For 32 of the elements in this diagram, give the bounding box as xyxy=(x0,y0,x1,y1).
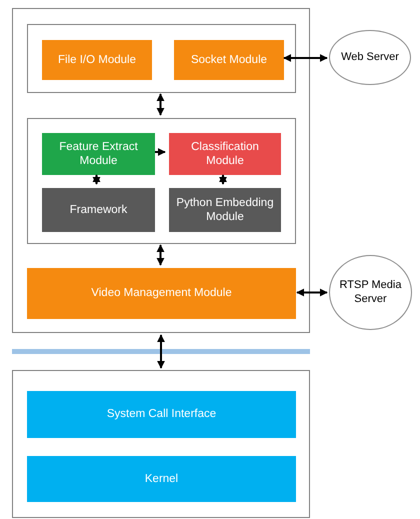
module-panel xyxy=(27,24,296,93)
arrow xyxy=(156,93,164,116)
module-box xyxy=(42,133,155,175)
module-label: Framework xyxy=(70,202,128,218)
module-box xyxy=(27,268,296,319)
module-box xyxy=(169,133,281,175)
server-label: Web Server xyxy=(341,50,399,64)
module-label: Feature Extract Module xyxy=(58,140,139,168)
module-box xyxy=(169,188,281,232)
arrow xyxy=(92,174,100,185)
arrow xyxy=(157,334,165,369)
module-box xyxy=(174,40,284,80)
module-box xyxy=(42,40,152,80)
arrow xyxy=(296,288,328,296)
module-box xyxy=(42,188,155,232)
outer-panel xyxy=(12,8,310,333)
server-label: RTSP Media Server xyxy=(338,278,402,306)
module-label: Socket Module xyxy=(190,52,268,68)
arrow xyxy=(156,244,164,266)
layer-box xyxy=(27,456,296,502)
outer-panel xyxy=(12,370,310,518)
module-panel xyxy=(27,118,296,244)
module-label: Classification Module xyxy=(190,140,260,168)
module-label: Video Management Module xyxy=(91,286,232,301)
layer-box xyxy=(27,391,296,438)
arrow xyxy=(219,174,227,185)
module-label: System Call Interface xyxy=(106,407,216,422)
module-label: Python Embedding Module xyxy=(175,196,275,224)
module-label: File I/O Module xyxy=(58,52,136,68)
module-label: Kernel xyxy=(144,472,178,486)
arrow xyxy=(283,54,328,62)
arrow xyxy=(155,148,166,156)
